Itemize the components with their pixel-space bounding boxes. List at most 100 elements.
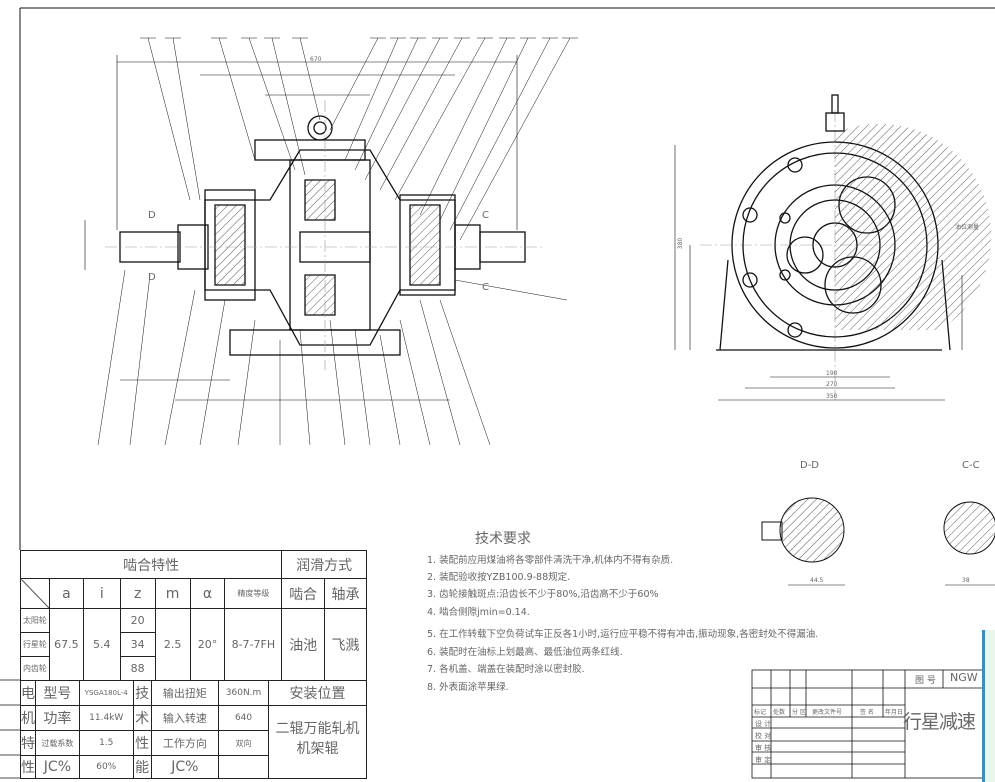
tb-header: 标记 <box>754 709 767 716</box>
motor-key: JC% <box>35 755 80 779</box>
header-i: i <box>82 578 121 609</box>
section-cc-dim: 38 <box>962 577 970 584</box>
motor-label: 机 <box>20 705 36 731</box>
dim-overall-length: 670 <box>310 56 322 63</box>
mesh-title: 啮合特性 <box>19 550 283 579</box>
value-z-sun: 20 <box>119 608 156 633</box>
requirement-item: 7. 各机盖、端盖在装配时涂以密封胶. <box>427 664 585 675</box>
value-i: 5.4 <box>82 608 121 681</box>
section-cc-shape <box>943 501 995 555</box>
tb-role: 设 计 <box>755 720 772 728</box>
value-grade: 8-7-7FH <box>224 608 283 681</box>
motor-value: 11.4kW <box>78 705 134 731</box>
motor-value: 60% <box>78 755 134 779</box>
requirement-item: 3. 齿轮接触斑点:沿齿长不少于80%,沿齿高不少于60% <box>427 589 659 600</box>
header-m: m <box>154 578 191 609</box>
tech-value: 双向 <box>218 730 269 756</box>
tb-header: 分 区 <box>792 709 806 716</box>
key <box>761 521 783 541</box>
dim-190: 190 <box>826 370 838 377</box>
motor-label: 电 <box>20 680 36 706</box>
value-z-planet: 34 <box>119 632 156 657</box>
row-sun-gear: 太阳轮 <box>20 608 50 633</box>
section-mark-c: C <box>482 210 489 221</box>
tech-key: JC% <box>150 755 220 779</box>
value-lube-mesh: 油池 <box>281 608 326 681</box>
motor-key: 过载系数 <box>35 730 80 756</box>
tb-role: 审 定 <box>755 756 772 764</box>
header-lube-mesh: 啮合 <box>281 578 326 609</box>
side-view-dims <box>674 145 963 401</box>
dimension-lines <box>84 55 518 401</box>
motor-key: 功率 <box>35 705 80 731</box>
tb-header: 处数 <box>773 709 786 716</box>
main-section-view <box>119 115 526 356</box>
value-alpha: 20° <box>189 608 226 681</box>
bolt-holes <box>742 157 803 338</box>
drawing-no-label: 图 号 <box>915 676 936 686</box>
row-planet-gear: 行星轮 <box>20 632 50 657</box>
section-cc-title: C-C <box>962 460 980 471</box>
section-mark-c: C <box>482 282 489 293</box>
tech-label: 性 <box>132 730 152 756</box>
tb-role: 校 对 <box>755 732 772 740</box>
value-z-ring: 88 <box>119 656 156 681</box>
motor-label: 性 <box>20 755 36 779</box>
section-dd-title: D-D <box>800 460 820 471</box>
floating-widget[interactable] <box>982 630 995 782</box>
drawing-name: 行星减速 <box>903 711 976 733</box>
tech-label: 术 <box>132 705 152 731</box>
drawing-frame <box>19 7 995 550</box>
part-leader-lines <box>97 37 578 446</box>
section-dd-shape <box>779 497 845 563</box>
motor-value: YSGA180L-4 <box>78 680 134 706</box>
lifting-eye <box>307 115 333 141</box>
install-value-line: 机架辊 <box>296 741 339 757</box>
value-m: 2.5 <box>154 608 191 681</box>
drawing-no: NGW <box>950 671 978 684</box>
tb-role: 审 核 <box>755 744 772 752</box>
install-value: 二辊万能轧机机架辊 <box>267 705 368 779</box>
requirement-item: 8. 外表面涂苹果绿. <box>427 682 509 693</box>
section-dd-dim: 44.5 <box>810 577 824 584</box>
requirement-item: 4. 啮合侧隙jmin=0.14. <box>427 607 530 618</box>
tech-value <box>218 755 269 779</box>
requirements-title: 技术要求 <box>475 531 531 547</box>
row-ring-gear: 内齿轮 <box>20 656 50 681</box>
tech-value: 360N.m <box>218 680 269 706</box>
dim-350: 350 <box>826 393 838 400</box>
requirement-item: 5. 在工作转载下空负荷试车正反各1小时,运行应平稳不得有冲击,振动现象,各密封… <box>427 629 819 640</box>
oil-gauge-label: 油位测量 <box>955 224 980 231</box>
requirement-item: 2. 装配验收按YZB100.9-88规定. <box>427 572 571 583</box>
requirement-item: 6. 装配时在油标上划最高、最低油位两条红线. <box>427 647 623 658</box>
tech-label: 技 <box>132 680 152 706</box>
tech-key: 输入转速 <box>150 705 220 731</box>
value-lube-bearing: 飞溅 <box>324 608 367 681</box>
motor-value: 1.5 <box>78 730 134 756</box>
value-a: 67.5 <box>48 608 84 681</box>
header-alpha: α <box>189 578 226 609</box>
header-grade: 精度等级 <box>224 578 283 609</box>
tech-key: 输出扭矩 <box>150 680 220 706</box>
install-value-line: 二辊万能轧机 <box>275 721 360 737</box>
base-foot <box>229 329 401 356</box>
section-mark-d: D <box>148 210 156 221</box>
side-view <box>716 94 992 351</box>
cutoff-table-lines <box>0 679 20 779</box>
tb-header: 年月日 <box>885 709 904 716</box>
tech-key: 工作方向 <box>150 730 220 756</box>
dim-270: 270 <box>826 381 838 388</box>
install-title: 安装位置 <box>267 680 368 706</box>
title-block <box>751 669 995 779</box>
tech-value: 640 <box>218 705 269 731</box>
tech-label: 能 <box>132 755 152 779</box>
requirement-item: 1. 装配前应用煤油将各零部件清洗干净,机体内不得有杂质. <box>427 555 674 566</box>
tb-header: 签 名 <box>860 709 874 716</box>
header-lube-bearing: 轴承 <box>324 578 367 609</box>
tb-header: 更改文件号 <box>812 709 843 716</box>
header-a: a <box>48 578 84 609</box>
diagonal-header-cell <box>20 578 50 609</box>
dim-height: 380 <box>677 237 685 250</box>
